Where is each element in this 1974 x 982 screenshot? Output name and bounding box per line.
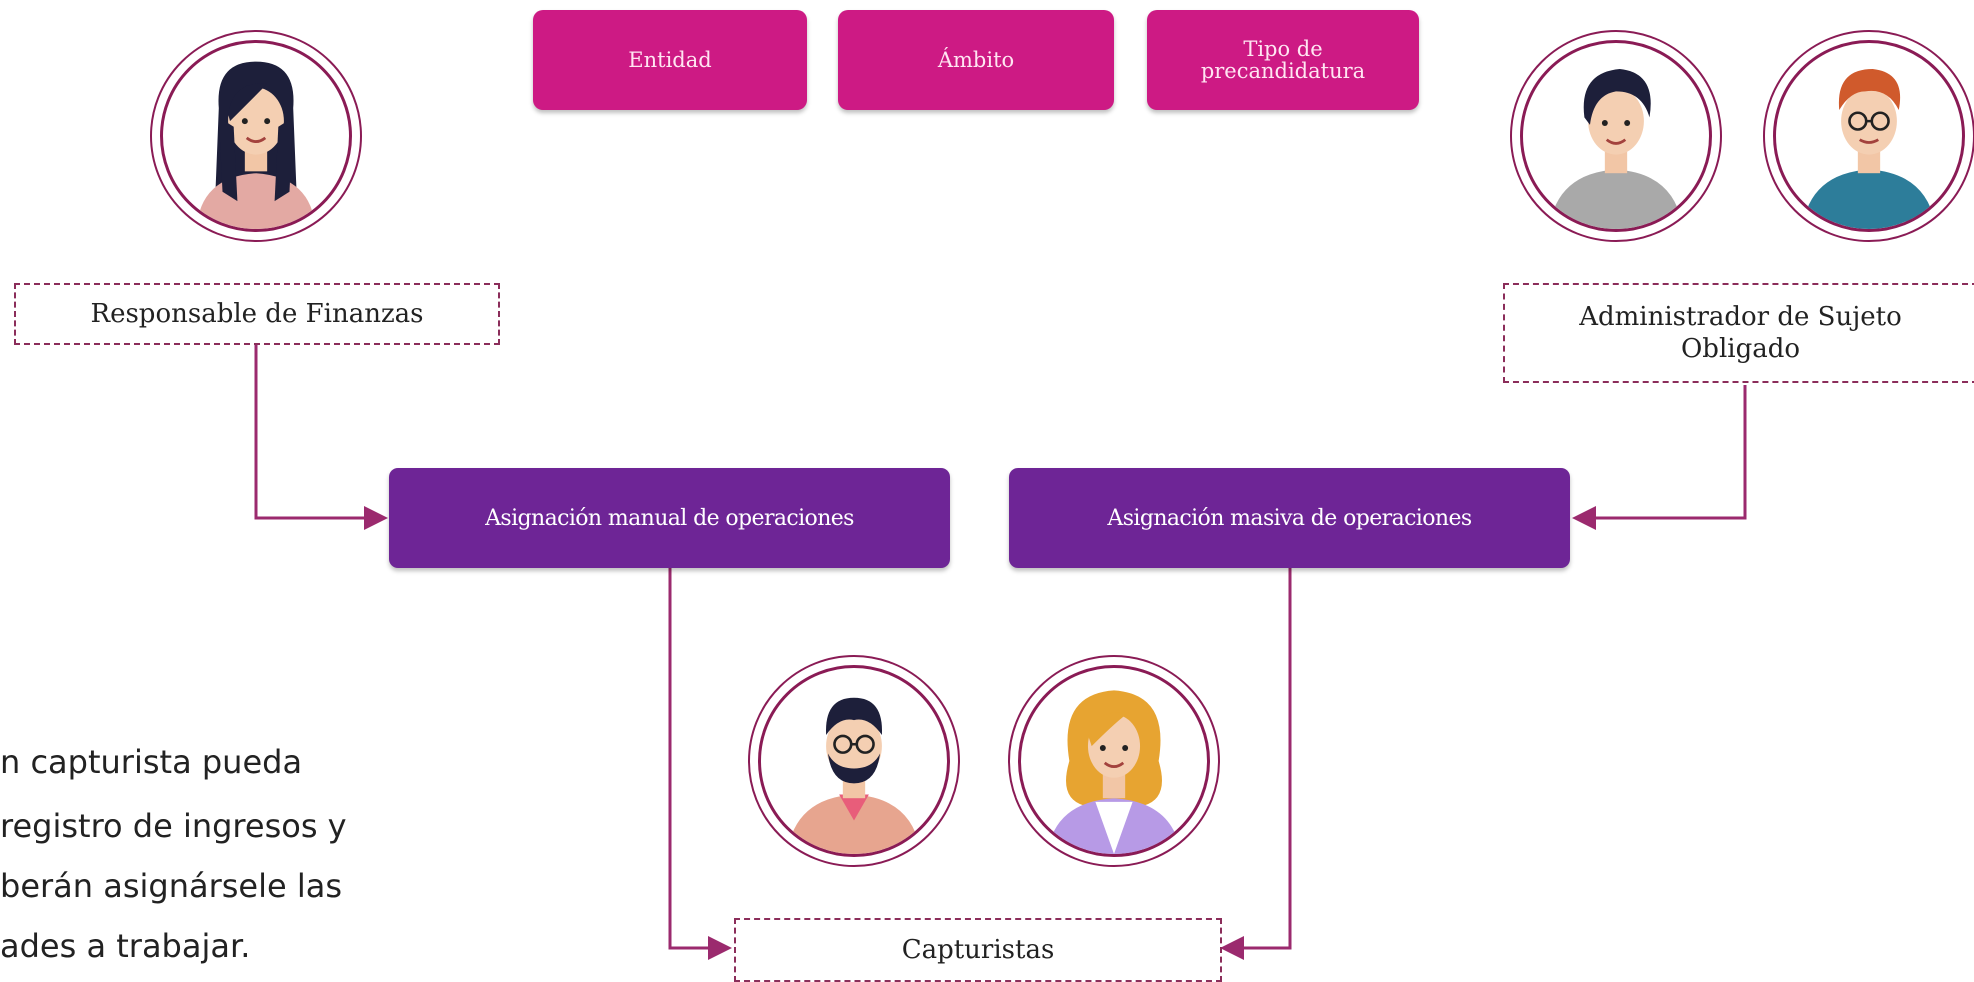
paragraph-line-1: n capturista pueda [0, 743, 303, 781]
label-administrador-sujeto-obligado: Administrador de Sujeto Obligado [1503, 283, 1974, 383]
label-responsable-finanzas: Responsable de Finanzas [14, 283, 500, 345]
avatar-capturista-1 [748, 655, 960, 867]
category-tipo-precandidatura: Tipo de precandidatura [1147, 10, 1419, 110]
paragraph-line-2: registro de ingresos y [0, 807, 347, 845]
avatar-administrador-2 [1763, 30, 1974, 242]
connector-responsable-to-manual [254, 342, 388, 530]
avatar-capturista-2 [1008, 655, 1220, 867]
connector-manual-to-capturistas [668, 568, 732, 960]
process-asignacion-masiva: Asignación masiva de operaciones [1009, 468, 1570, 568]
process-asignacion-manual: Asignación manual de operaciones [389, 468, 950, 568]
label-capturistas: Capturistas [734, 918, 1222, 982]
paragraph-line-3: berán asignársele las [0, 867, 343, 905]
category-ambito: Ámbito [838, 10, 1114, 110]
avatar-responsable-finanzas [150, 30, 362, 242]
avatar-administrador-1 [1510, 30, 1722, 242]
connector-admin-to-masiva [1572, 385, 1747, 530]
paragraph-line-4: ades a trabajar. [0, 927, 251, 965]
category-entidad: Entidad [533, 10, 807, 110]
connector-masiva-to-capturistas [1220, 568, 1292, 960]
